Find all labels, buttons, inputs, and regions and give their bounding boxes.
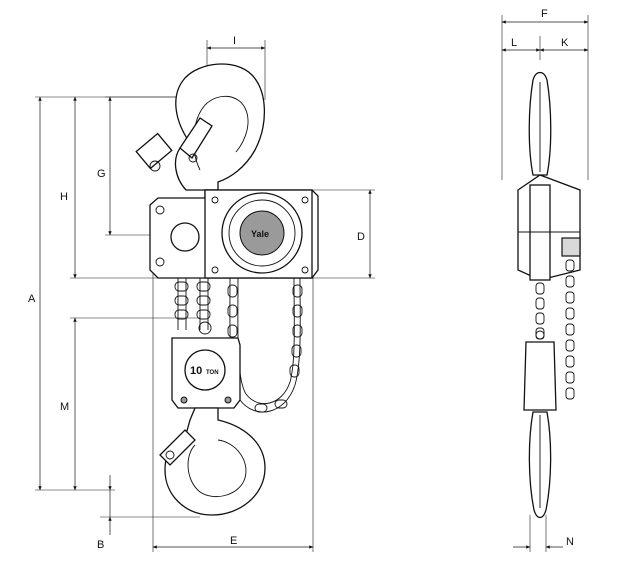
dimension-H: H: [60, 96, 160, 279]
dimension-F: F: [501, 8, 589, 180]
label-F: F: [541, 8, 548, 20]
capacity-unit: TON: [206, 370, 219, 376]
dimension-N: N: [513, 515, 574, 552]
label-H: H: [60, 191, 68, 203]
label-L: L: [511, 37, 517, 49]
label-M: M: [60, 401, 69, 413]
side-view: [517, 71, 581, 519]
bottom-hook: [159, 407, 266, 516]
brand-logo-text: Yale: [251, 229, 269, 239]
capacity-number: 10: [190, 365, 202, 377]
dimension-B: B: [97, 475, 200, 551]
label-D: D: [357, 231, 365, 243]
label-K: K: [561, 37, 569, 49]
dimension-K: K: [539, 37, 589, 52]
label-A: A: [28, 293, 36, 305]
label-B: B: [97, 539, 104, 551]
label-I: I: [233, 35, 236, 47]
label-E: E: [230, 535, 237, 547]
dimension-L: L: [501, 36, 541, 60]
top-hook: [135, 63, 266, 191]
bottom-block: 10 TON: [171, 321, 241, 409]
label-N: N: [566, 536, 574, 548]
label-G: G: [97, 168, 106, 180]
hoist-body: Yale: [149, 189, 319, 279]
load-chain: [174, 278, 211, 330]
dimension-E: E: [152, 270, 314, 552]
